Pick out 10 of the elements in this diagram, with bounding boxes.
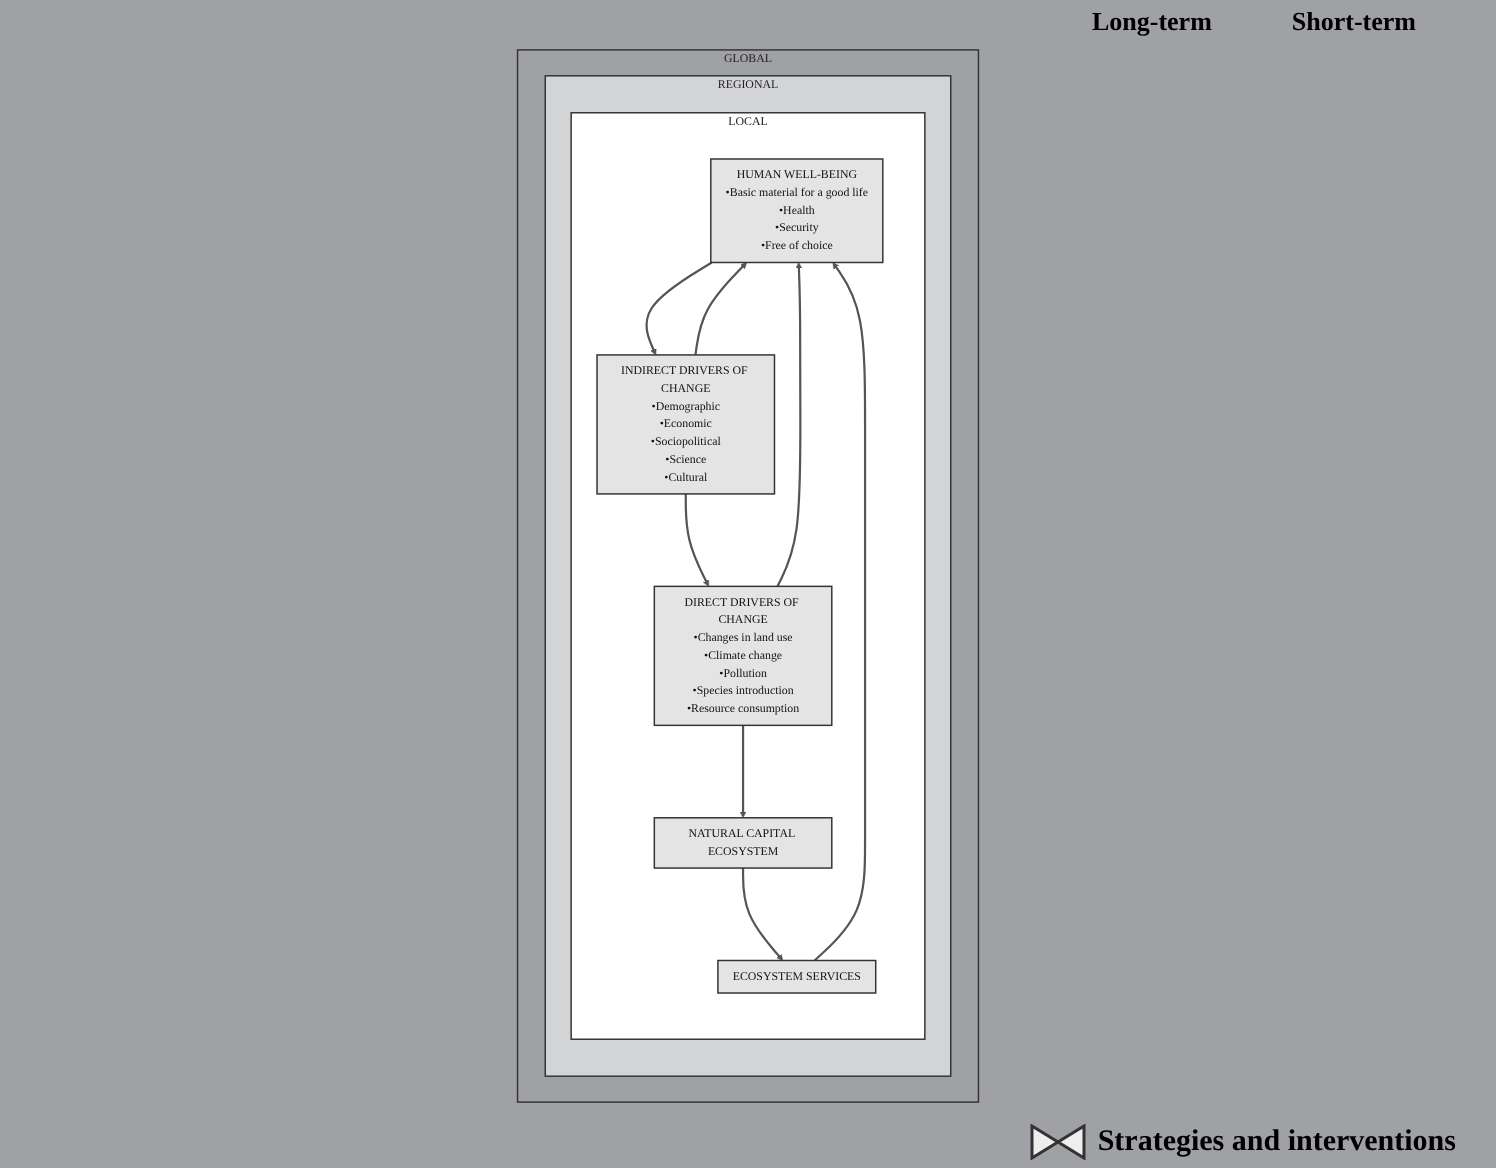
arrow	[741, 868, 784, 961]
scale-label: Short-term	[1291, 6, 1416, 38]
arrow	[813, 262, 867, 962]
arrow	[694, 262, 747, 356]
arrow	[739, 725, 747, 819]
scale-label: Long-term	[1091, 6, 1212, 38]
arrow	[776, 262, 803, 587]
arrow	[645, 261, 713, 356]
legend-text: Strategies and interventions	[1097, 1125, 1456, 1159]
arrow	[684, 493, 709, 587]
